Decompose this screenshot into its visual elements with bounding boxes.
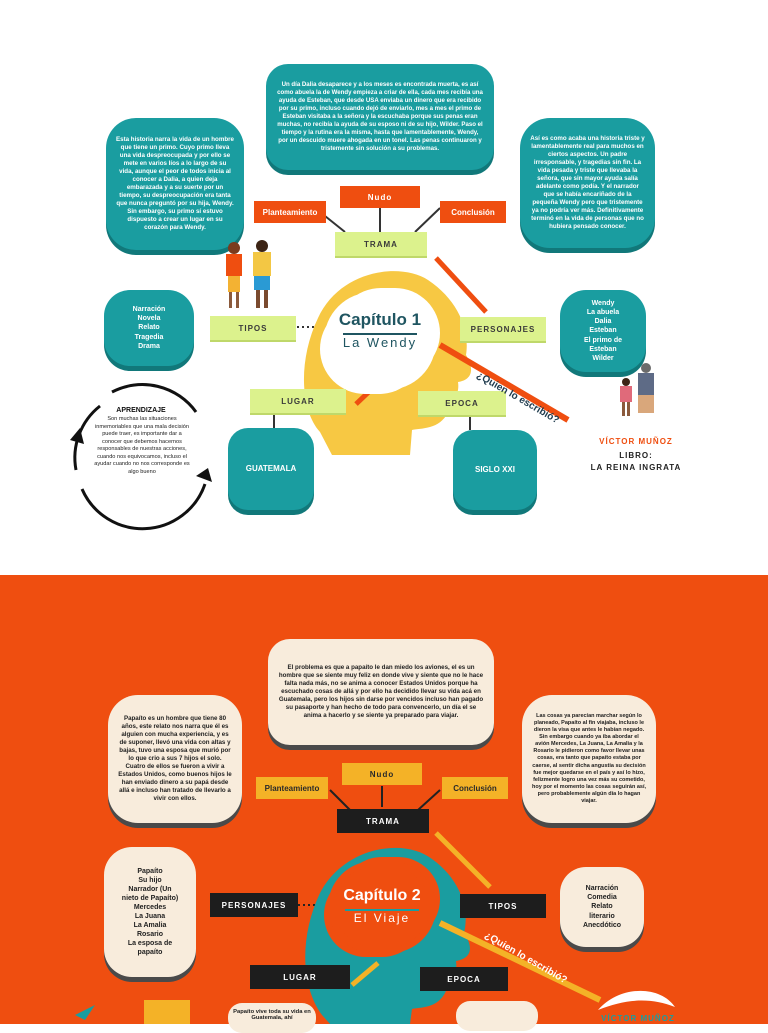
chapter-subtitle: El Viaje bbox=[353, 911, 411, 925]
title-underline bbox=[343, 333, 417, 335]
lugar-label: LUGAR bbox=[250, 965, 350, 989]
personajes-list-box: Papaíto Su hijo Narrador (Un nieto de Pa… bbox=[104, 847, 196, 977]
personaje-item: El primo de bbox=[583, 336, 623, 344]
author-name: VÍCTOR MUÑOZ bbox=[599, 437, 673, 446]
planteamiento-label: Planteamiento bbox=[256, 777, 328, 799]
personaje-item: papaíto bbox=[137, 949, 163, 957]
trama-label: TRAMA bbox=[335, 232, 427, 256]
center-cloud bbox=[330, 298, 430, 384]
personaje-item: La esposa de bbox=[127, 940, 173, 948]
tipo-item: Novela bbox=[137, 315, 161, 323]
tipo-item: Comedia bbox=[587, 894, 617, 902]
epoca-label: EPOCA bbox=[420, 967, 508, 991]
personajes-label: PERSONAJES bbox=[460, 317, 546, 341]
tipos-label: TIPOS bbox=[210, 316, 296, 340]
trama-label: TRAMA bbox=[337, 809, 429, 833]
personaje-item: La abuela bbox=[586, 309, 620, 317]
personajes-label: PERSONAJES bbox=[210, 893, 298, 917]
tipo-item: literario bbox=[589, 912, 615, 920]
tipos-label: TIPOS bbox=[460, 894, 546, 918]
epoca-value-box bbox=[456, 1001, 538, 1031]
personaje-item: Mercedes bbox=[133, 903, 167, 911]
tipo-item: Relato bbox=[138, 324, 160, 332]
tipo-item: Narración bbox=[132, 306, 166, 314]
epoca-value-box: SIGLO XXI bbox=[453, 430, 537, 510]
tipo-item: Anecdótico bbox=[582, 921, 622, 929]
tipo-item: Relato bbox=[591, 903, 613, 911]
personaje-item: Esteban bbox=[589, 345, 617, 353]
personajes-list-box: Wendy La abuela Dalia Esteban El primo d… bbox=[560, 290, 646, 372]
tipo-item: Narración bbox=[585, 885, 619, 893]
book-label: LIBRO: bbox=[619, 451, 653, 460]
chapter-2-panel: Capítulo 2 El Viaje El problema es que a… bbox=[0, 575, 768, 1033]
title-underline bbox=[345, 909, 419, 911]
nudo-label: Nudo bbox=[342, 763, 422, 785]
conclusion-label: Conclusión bbox=[442, 777, 508, 799]
grandmother-illustration bbox=[620, 363, 654, 416]
tipos-list-box: Narración Novela Relato Tragedia Drama bbox=[104, 290, 194, 366]
tipos-list-box: Narración Comedia Relato literario Anecd… bbox=[560, 867, 644, 947]
children-illustration bbox=[226, 240, 271, 308]
lugar-value-box: GUATEMALA bbox=[228, 428, 314, 510]
story-center-box: Un día Dalia desaparece y a los meses es… bbox=[266, 64, 494, 170]
story-left-box: Esta historia narra la vida de un hombre… bbox=[106, 118, 244, 250]
tipo-item: Drama bbox=[138, 342, 160, 350]
personaje-item: Narrador (Un bbox=[128, 885, 172, 893]
lugar-label: LUGAR bbox=[250, 389, 346, 413]
center-cloud bbox=[334, 867, 430, 947]
chapter-subtitle: La Wendy bbox=[342, 335, 418, 350]
personaje-item: La Juana bbox=[134, 913, 166, 920]
personaje-item: Esteban bbox=[589, 327, 617, 335]
author-name: VÍCTOR MUÑOZ bbox=[601, 1014, 675, 1023]
chapter-1-panel: Capítulo 1 La Wendy Un día Dalia desapar… bbox=[70, 64, 682, 531]
personaje-item: Rosario bbox=[136, 931, 164, 939]
personaje-item: nieto de Papaíto) bbox=[121, 894, 179, 902]
nudo-label: Nudo bbox=[340, 186, 420, 208]
aprendizaje-text: Son muchas las situaciones inmemoriables… bbox=[94, 416, 190, 475]
epoca-label: EPOCA bbox=[418, 391, 506, 415]
story-left-box: Papaíto es un hombre que tiene 80 años, … bbox=[108, 695, 242, 823]
personaje-item: Su hijo bbox=[138, 876, 162, 884]
story-center-box: El problema es que a papaíto le dan mied… bbox=[268, 639, 494, 745]
conclusion-label: Conclusión bbox=[440, 201, 506, 223]
planteamiento-label: Planteamiento bbox=[254, 201, 326, 223]
story-right-box: Así es como acaba una historia triste y … bbox=[520, 118, 655, 248]
personaje-item: La Amalia bbox=[133, 922, 167, 930]
personaje-item: Dalia bbox=[594, 318, 612, 326]
tipo-item: Tragedia bbox=[134, 333, 164, 341]
story-right-box: Las cosas ya parecían marchar según lo p… bbox=[522, 695, 656, 823]
aprendizaje-title: APRENDIZAJE bbox=[116, 407, 166, 414]
chapter-title: Capítulo 1 bbox=[338, 310, 422, 329]
chapter-title: Capítulo 2 bbox=[343, 887, 421, 904]
personaje-item: Wilder bbox=[592, 354, 614, 362]
personaje-item: Wendy bbox=[591, 300, 615, 308]
personaje-item: Papaíto bbox=[137, 867, 163, 875]
book-title: LA REINA INGRATA bbox=[590, 463, 682, 472]
lugar-value-text: Papaíto vive toda su vida en Guatemala, … bbox=[233, 1009, 311, 1021]
